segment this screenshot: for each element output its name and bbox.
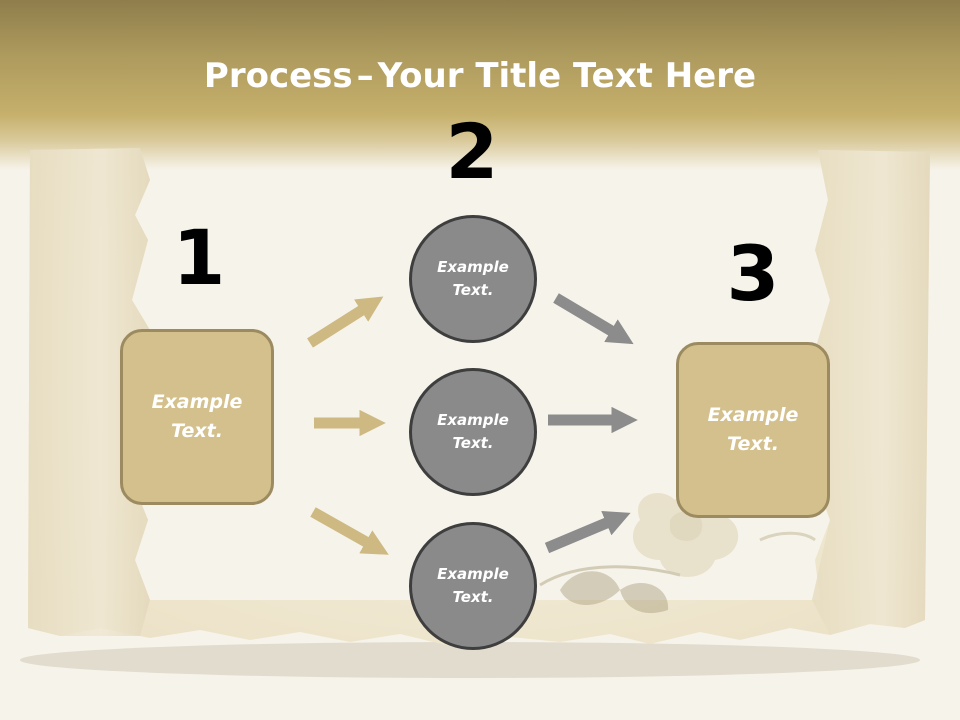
step-2-circle-top[interactable]: Example Text. [409,215,537,343]
slide-title: Process–Your Title Text Here [0,52,960,100]
title-band [0,0,960,170]
title-rest: Your Title Text Here [377,56,757,96]
parchment-shadow [20,642,920,678]
step-3-label: Example Text. [707,404,799,455]
step-1-label: Example Text. [151,391,243,442]
arrow-step1-to-top [307,296,384,348]
arrow-top-to-step3 [553,293,634,345]
title-separator: – [356,56,374,96]
step-2-top-label: Example Text. [437,258,509,299]
step-3-number: 3 [726,229,780,318]
step-2-bottom-label: Example Text. [437,565,509,606]
arrow-bottom-to-step3 [544,510,631,554]
step-2-number: 2 [445,107,499,196]
title-bold: Process [203,56,353,96]
step-2-circle-middle[interactable]: Example Text. [409,368,537,496]
step-3-box[interactable]: Example Text. [676,342,830,518]
step-2-middle-label: Example Text. [437,411,509,452]
step-1-box[interactable]: Example Text. [120,329,274,505]
step-2-circle-bottom[interactable]: Example Text. [409,522,537,650]
arrow-step1-to-bottom [310,507,389,555]
step-1-number: 1 [172,213,226,302]
scroll-roll-right [812,150,930,635]
scroll-roll-left [28,148,150,636]
